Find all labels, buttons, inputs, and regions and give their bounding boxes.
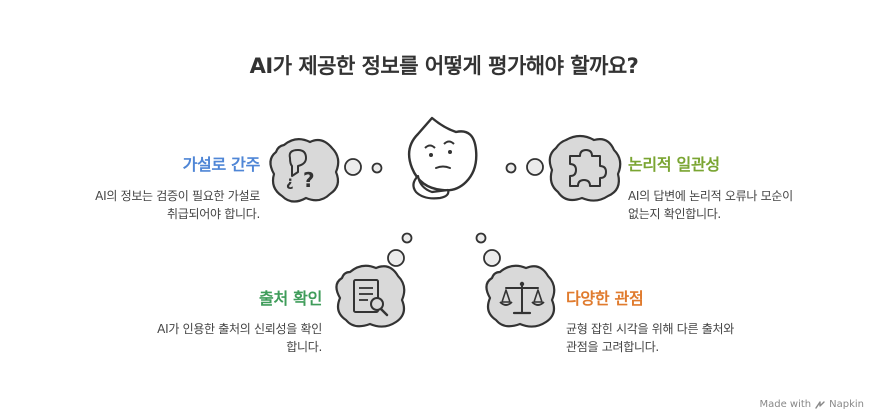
desc-logical-consistency: AI의 답변에 논리적 오류나 모순이 없는지 확인합니다.	[628, 187, 793, 223]
desc-hypothesis: AI의 정보는 검증이 필요한 가설로 취급되어야 합니다.	[95, 187, 260, 223]
desc-source-check: AI가 인용한 출처의 신뢰성을 확인 합니다.	[157, 320, 322, 356]
heading-source-check: 출처 확인	[259, 289, 322, 308]
thinking-face-icon	[407, 116, 478, 200]
desc-hypothesis-line-2: 취급되어야 합니다.	[167, 207, 260, 221]
svg-text:¿: ¿	[286, 175, 294, 190]
desc-diverse-perspectives-line-1: 균형 잡힌 시각을 위해 다른 출처와	[566, 322, 734, 336]
napkin-logo-icon	[815, 400, 825, 409]
balance-scale-icon	[485, 264, 556, 328]
heading-logical-consistency: 논리적 일관성	[628, 155, 720, 174]
napkin-brand-label: Napkin	[829, 399, 864, 410]
desc-source-check-line-2: 합니다.	[286, 340, 322, 354]
question-bubble-icon: ? ¿	[269, 138, 340, 203]
heading-diverse-perspectives: 다양한 관점	[566, 289, 644, 308]
thought-dots	[344, 158, 544, 267]
heading-hypothesis: 가설로 간주	[182, 155, 261, 174]
page-title: AI가 제공한 정보를 어떻게 평가해야 할까요?	[249, 54, 639, 78]
svg-text:?: ?	[303, 168, 315, 192]
made-with-label: Made with	[759, 399, 812, 410]
puzzle-icon	[548, 134, 622, 202]
desc-diverse-perspectives-line-2: 관점을 고려합니다.	[566, 340, 659, 354]
desc-hypothesis-line-1: AI의 정보는 검증이 필요한 가설로	[95, 189, 260, 203]
desc-logical-consistency-line-2: 없는지 확인합니다.	[628, 207, 721, 221]
document-search-icon	[335, 264, 406, 328]
desc-source-check-line-1: AI가 인용한 출처의 신뢰성을 확인	[157, 322, 322, 336]
desc-diverse-perspectives: 균형 잡힌 시각을 위해 다른 출처와 관점을 고려합니다.	[566, 320, 734, 356]
made-with-napkin-badge[interactable]: Made with Napkin	[759, 399, 864, 410]
desc-logical-consistency-line-1: AI의 답변에 논리적 오류나 모순이	[628, 189, 793, 203]
